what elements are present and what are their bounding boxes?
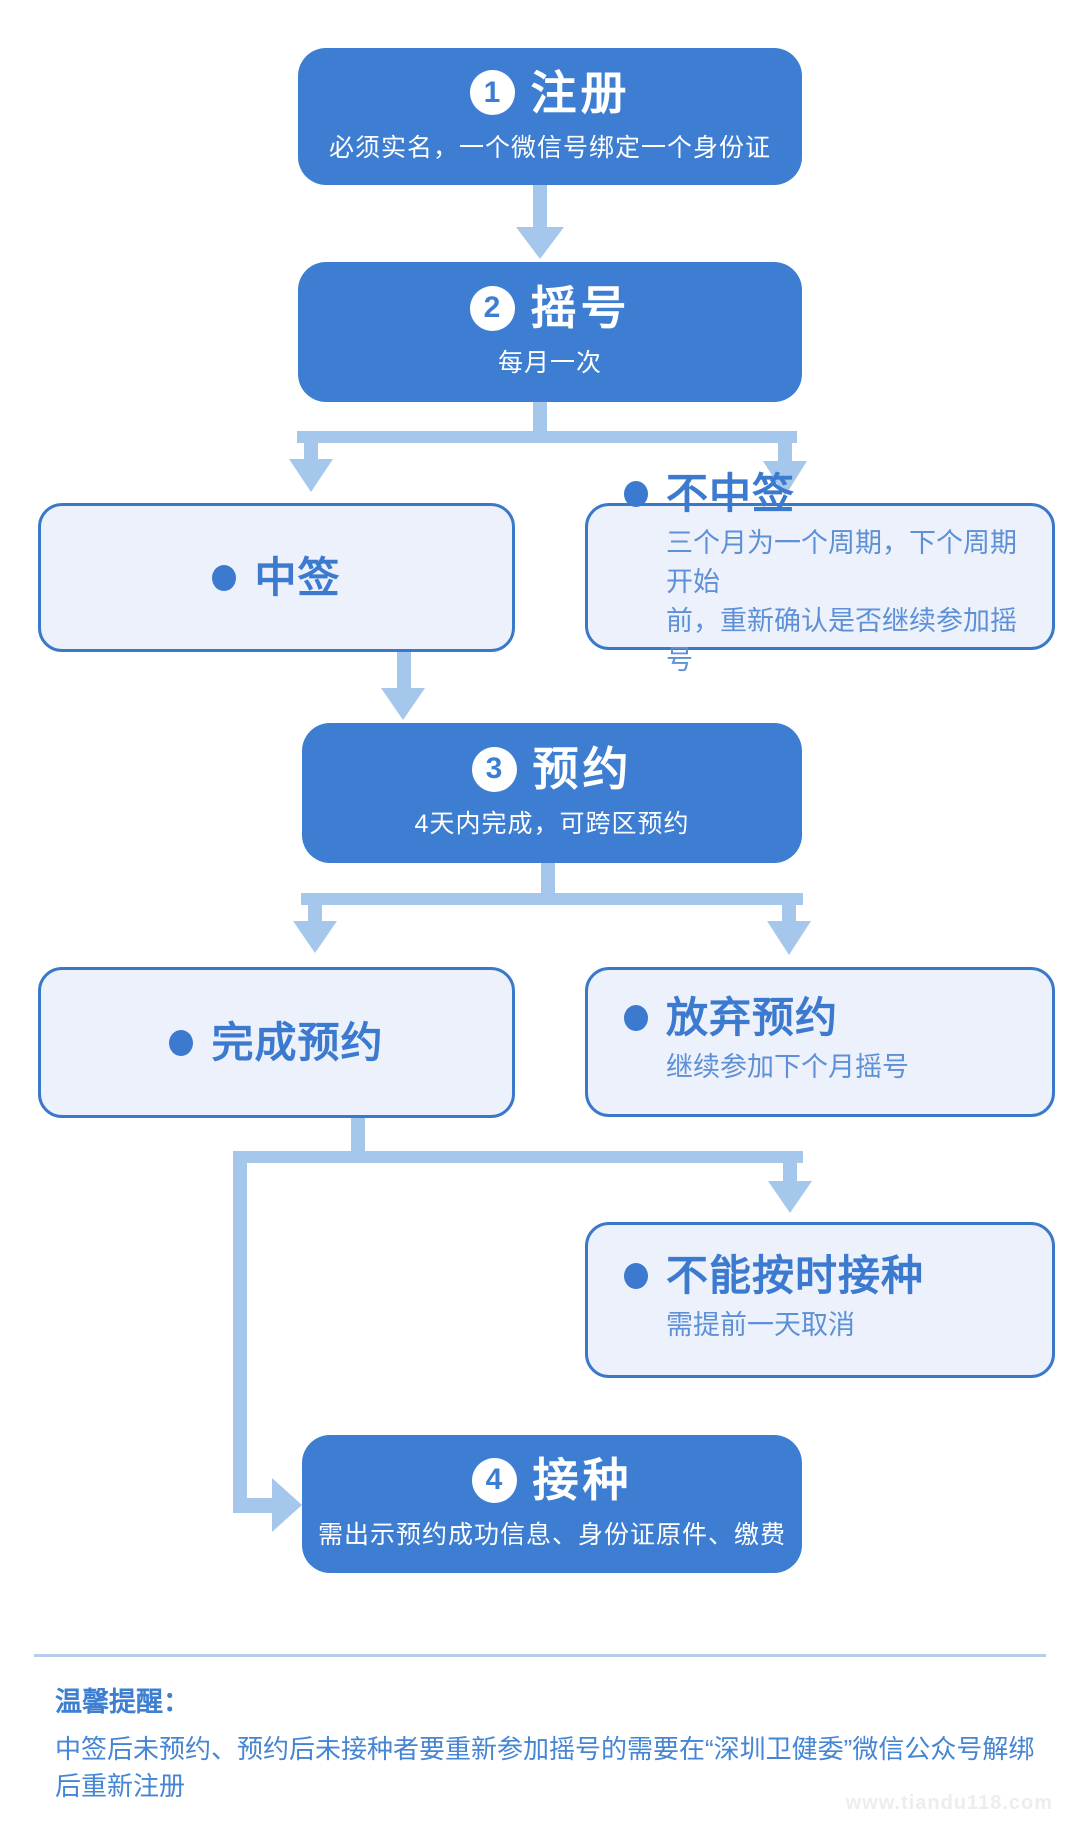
divider (34, 1654, 1046, 1657)
step-subtitle: 需出示预约成功信息、身份证原件、缴费 (317, 1521, 786, 1549)
bullet-icon (624, 1263, 648, 1289)
step-box-appointment: 3 预约 4天内完成，可跨区预约 (302, 723, 802, 863)
option-title-row: 不能按时接种 (624, 1255, 924, 1297)
step-title-row: 2 摇号 (469, 282, 631, 334)
connector-lottery-split (289, 402, 807, 496)
step-subtitle: 4天内完成，可跨区预约 (414, 810, 690, 838)
option-desc: 继续参加下个月摇号 (666, 1048, 909, 1087)
option-box-cannot-on-time: 不能按时接种 需提前一天取消 (585, 1222, 1055, 1378)
step-title-row: 1 注册 (469, 66, 631, 119)
option-desc-line: 三个月为一个周期，下个周期开始 (666, 528, 1017, 597)
bullet-icon (624, 481, 648, 507)
connector-completed-split (233, 1118, 812, 1532)
option-title: 不能按时接种 (666, 1252, 925, 1299)
bullet-icon (212, 564, 237, 591)
bullet-icon (169, 1029, 194, 1056)
watermark: www.tiandu118.com (845, 1792, 1053, 1814)
option-title-row: 不中签 (624, 473, 795, 515)
step-title-row: 4 接种 (471, 1454, 633, 1506)
reminder-body: 中签后未预约、预约后未接种者要重新参加摇号的需要在“深圳卫健委”微信公众号解绑后… (55, 1734, 1035, 1801)
step-box-vaccinate: 4 接种 需出示预约成功信息、身份证原件、缴费 (302, 1435, 802, 1573)
step-box-lottery: 2 摇号 每月一次 (298, 262, 802, 402)
reminder-title: 温馨提醒： (55, 1687, 190, 1717)
option-box-win: 中签 (38, 503, 515, 652)
arrow-win-to-appointment (381, 652, 425, 720)
connector-appointment-split (293, 863, 811, 955)
option-title: 不中签 (666, 470, 796, 517)
step-number-badge: 3 (471, 746, 517, 792)
option-title-row: 放弃预约 (624, 997, 838, 1039)
option-title-row: 中签 (212, 553, 341, 601)
step-title: 接种 (532, 1454, 633, 1506)
step-title-row: 3 预约 (471, 743, 633, 795)
option-box-giveup: 放弃预约 继续参加下个月摇号 (585, 967, 1055, 1117)
option-desc-line: 前，重新确认是否继续参加摇号 (666, 606, 1017, 675)
option-title-row: 完成预约 (169, 1018, 384, 1066)
bullet-icon (624, 1005, 648, 1031)
option-box-completed: 完成预约 (38, 967, 515, 1118)
reminder-note: 温馨提醒： 中签后未预约、预约后未接种者要重新参加摇号的需要在“深圳卫健委”微信… (55, 1680, 1055, 1805)
step-subtitle: 每月一次 (497, 349, 602, 377)
step-title: 摇号 (530, 282, 631, 334)
option-title: 完成预约 (211, 1018, 384, 1066)
step-box-register: 1 注册 必须实名，一个微信号绑定一个身份证 (298, 48, 802, 185)
option-desc-line: 需提前一天取消 (666, 1310, 855, 1340)
step-number-badge: 4 (471, 1457, 517, 1503)
step-subtitle: 必须实名，一个微信号绑定一个身份证 (328, 133, 771, 162)
option-box-not-win: 不中签 三个月为一个周期，下个周期开始 前，重新确认是否继续参加摇号 (585, 473, 1055, 675)
option-title: 放弃预约 (666, 994, 839, 1041)
arrow-register-to-lottery (516, 185, 564, 259)
step-number-badge: 1 (469, 70, 515, 115)
option-desc: 三个月为一个周期，下个周期开始 前，重新确认是否继续参加摇号 (666, 524, 1038, 680)
option-title: 中签 (254, 553, 341, 601)
step-title: 预约 (532, 743, 633, 795)
step-title: 注册 (530, 66, 631, 119)
option-desc: 需提前一天取消 (666, 1306, 855, 1345)
option-desc-line: 继续参加下个月摇号 (666, 1052, 909, 1082)
step-number-badge: 2 (469, 285, 515, 331)
